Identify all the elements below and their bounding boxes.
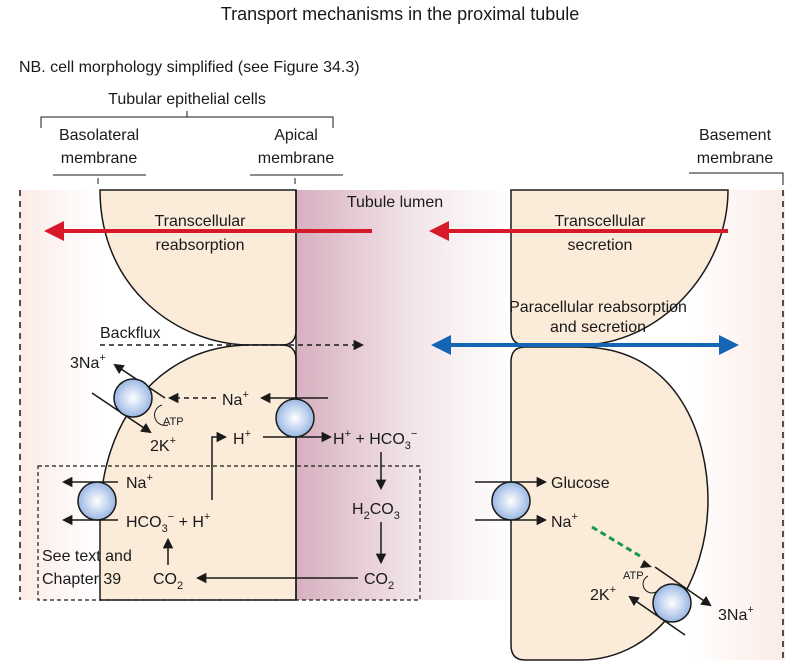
see-text-label-2: Chapter 39	[42, 571, 121, 588]
paracellular-label-2: and secretion	[550, 319, 646, 336]
apical-pointer	[250, 174, 343, 184]
h-recycle-arrow	[211, 431, 228, 500]
k2-label-left: 2K+	[150, 435, 176, 455]
see-text-label-1: See text and	[42, 548, 132, 565]
na-hco3-cotransporter	[77, 481, 117, 521]
atp-curl-left	[154, 404, 169, 426]
transcellular-reabsorption-label-2: reabsorption	[156, 237, 245, 254]
sglt-cotransporter	[491, 481, 531, 521]
na3-label-left: 3Na+	[70, 352, 106, 372]
na-label-nbc: Na+	[126, 472, 153, 492]
basolateral-label-1: Basolateral	[59, 127, 139, 144]
left-interstitium	[20, 190, 100, 600]
apical-label-2: membrane	[258, 150, 335, 167]
glucose-label: Glucose	[551, 475, 610, 492]
na-k-atpase-pump-left	[113, 378, 153, 418]
co2-cell-label: CO2	[153, 571, 183, 592]
h-label-cell: H+	[233, 428, 251, 448]
na-h-exchanger	[275, 398, 315, 438]
paracellular-label-1: Paracellular reabsorption	[509, 299, 687, 316]
na3-label-right: 3Na+	[718, 604, 754, 624]
na-label-apical: Na+	[222, 389, 249, 409]
atp-label-left: ATP	[163, 416, 184, 428]
diagram-title: Transport mechanisms in the proximal tub…	[221, 4, 580, 24]
basement-label-1: Basement	[699, 127, 772, 144]
k2-label-right: 2K+	[590, 584, 616, 604]
tubule-lumen	[296, 190, 511, 600]
transcellular-secretion-label-1: Transcellular	[555, 213, 647, 230]
atp-curl-right	[642, 575, 657, 594]
h2co3-label: H2CO3	[352, 501, 400, 522]
upper-left-cell	[99, 189, 297, 346]
atp-label-right: ATP	[623, 570, 644, 582]
transcellular-secretion-label-2: secretion	[568, 237, 633, 254]
epithelial-bracket	[40, 111, 334, 128]
backflux-label: Backflux	[100, 325, 160, 342]
tubule-lumen-label: Tubule lumen	[347, 194, 443, 211]
basement-pointer	[689, 172, 784, 185]
transcellular-reabsorption-label-1: Transcellular	[155, 213, 247, 230]
hco3-h-label: HCO3− + H+	[126, 511, 210, 535]
green-dashed-arrowhead	[640, 560, 652, 568]
apical-label-1: Apical	[274, 127, 318, 144]
na-out-right-pump-arrow	[654, 566, 712, 607]
co2-lumen-label: CO2	[364, 571, 394, 592]
na-label-sglt: Na+	[551, 511, 578, 531]
see-text-box	[37, 465, 421, 601]
na-k-atpase-pump-right	[652, 583, 692, 623]
h-hco3-lumen-label: H+ + HCO3−	[333, 428, 417, 452]
epithelial-cells-label: Tubular epithelial cells	[108, 91, 266, 108]
basolateral-label-2: membrane	[61, 150, 138, 167]
basement-label-2: membrane	[697, 150, 774, 167]
note-text: NB. cell morphology simplified (see Figu…	[19, 59, 360, 76]
basolateral-pointer	[53, 174, 146, 184]
